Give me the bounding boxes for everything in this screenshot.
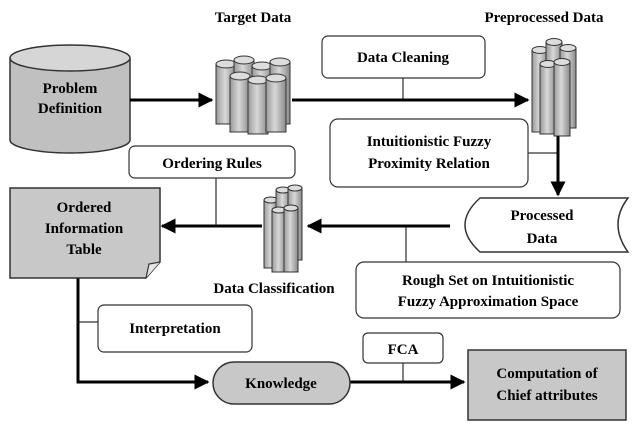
arrow-table-to-knowledge xyxy=(76,278,210,390)
ordering-rules-label: Ordering Rules xyxy=(162,156,262,172)
problem-definition-node: Problem Definition xyxy=(9,44,131,154)
ordered-information-table-node: Ordered Information Table xyxy=(9,187,161,279)
ordering-rules-box: Ordering Rules xyxy=(128,145,296,179)
processed-data-node: Processed Data xyxy=(464,197,630,253)
interpretation-label: Interpretation xyxy=(129,321,221,337)
computation-chief-node: Computation of Chief attributes xyxy=(467,349,627,421)
fca-label: FCA xyxy=(388,342,419,358)
computation-chief-line2: Chief attributes xyxy=(496,388,597,404)
header-preprocessed-data: Preprocessed Data xyxy=(484,10,604,26)
fca-box: FCA xyxy=(362,332,444,364)
computation-chief-line1: Computation of xyxy=(496,366,598,382)
proximity-relation-line1: Intuitionistic Fuzzy xyxy=(367,134,492,150)
proximity-relation-line2: Proximity Relation xyxy=(368,156,490,172)
preprocessed-data-cylinders-icon xyxy=(531,38,577,137)
rough-set-line1: Rough Set on Intuitionistic xyxy=(402,273,574,289)
problem-definition-line2: Definition xyxy=(38,101,103,117)
rough-set-box: Rough Set on Intuitionistic Fuzzy Approx… xyxy=(355,261,621,319)
problem-definition-line1: Problem xyxy=(43,81,98,97)
ordered-table-line3: Table xyxy=(66,242,102,258)
knowledge-node: Knowledge xyxy=(212,361,351,405)
ordered-table-line2: Information xyxy=(45,221,124,237)
rough-set-line2: Fuzzy Approximation Space xyxy=(398,294,579,310)
header-data-classification: Data Classification xyxy=(213,281,335,297)
data-cleaning-label: Data Cleaning xyxy=(357,50,450,66)
processed-data-line2: Data xyxy=(527,231,558,247)
data-classification-cylinders-icon xyxy=(263,184,303,273)
header-target-data: Target Data xyxy=(215,10,292,26)
proximity-relation-box: Intuitionistic Fuzzy Proximity Relation xyxy=(329,118,529,188)
interpretation-box: Interpretation xyxy=(97,304,253,353)
data-cleaning-box: Data Cleaning xyxy=(321,35,486,79)
knowledge-label: Knowledge xyxy=(245,376,317,392)
target-data-cylinders-icon xyxy=(215,55,291,135)
ordered-table-line1: Ordered xyxy=(57,200,112,216)
processed-data-line1: Processed xyxy=(510,208,574,224)
